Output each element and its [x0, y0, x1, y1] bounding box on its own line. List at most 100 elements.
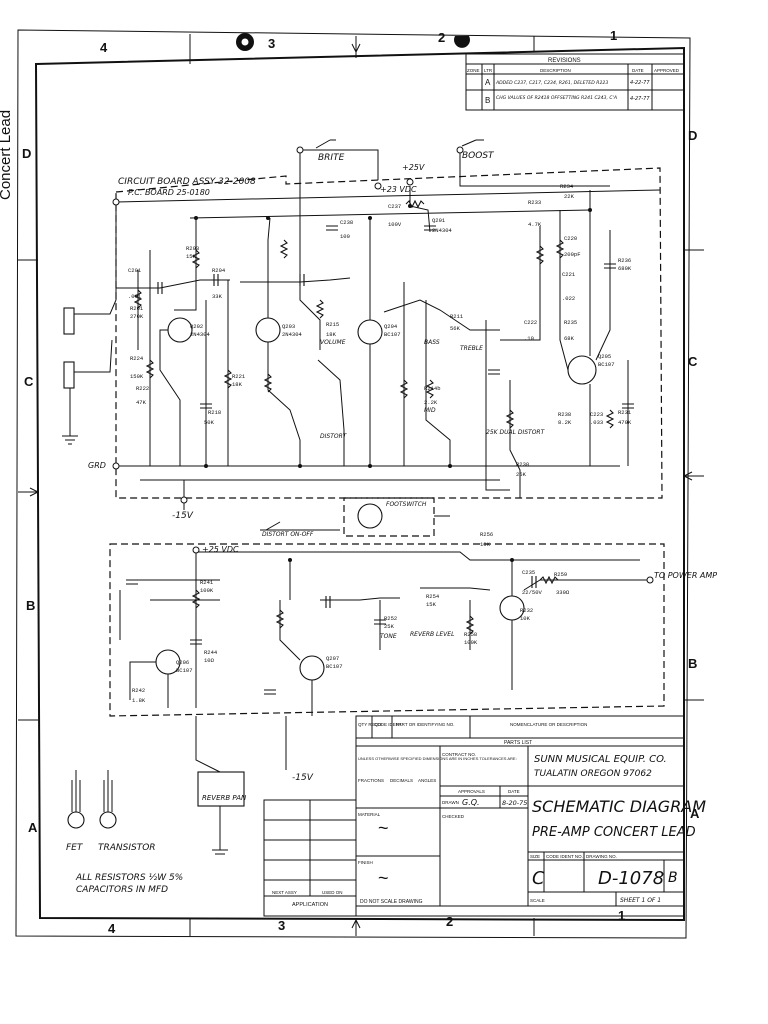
rev-a-ltr: A	[485, 78, 491, 87]
zone-bottom-2: 2	[446, 914, 453, 929]
rev-a-date: 4-22-77	[630, 80, 650, 86]
tb-approvals: APPROVALS	[458, 789, 485, 794]
tb-application: APPLICATION	[292, 902, 328, 908]
tb-part-no: PART OR IDENTIFYING NO.	[396, 722, 455, 727]
val-c220: .022	[562, 295, 575, 302]
lbl-q207: R232	[520, 607, 533, 614]
lbl-r258: R258	[464, 631, 477, 638]
lower-wiring	[119, 551, 650, 855]
lbl-c201: C201	[128, 267, 142, 274]
val-c223: 470K	[618, 419, 632, 426]
rev-hdr-ltr: LTR	[484, 68, 493, 73]
val-r214: 100V	[388, 221, 402, 228]
zone-left-d: D	[22, 146, 31, 161]
tb-code-ident: CODE IDENT	[374, 722, 402, 727]
lbl-r254: R254	[426, 593, 440, 600]
val-r231: 25K	[516, 471, 527, 478]
tb-code-ident-no: CODE IDENT NO.	[546, 854, 583, 859]
zone-left-c: C	[24, 374, 34, 389]
lbl-r224: R222	[136, 385, 149, 392]
tb-checked: CHECKED	[442, 814, 465, 819]
val-c235: 22/50V	[522, 589, 543, 596]
to-power-amp-label: TO POWER AMP	[654, 571, 717, 580]
title-block: QTY REQD CODE IDENT PART OR IDENTIFYING …	[263, 715, 706, 917]
minus15v-upper: -15V	[172, 511, 194, 521]
footswitch-label: FOOTSWITCH	[386, 501, 427, 508]
val-r238: .033	[590, 419, 603, 426]
tb-unless: UNLESS OTHERWISE SPECIFIED DIMENSIONS AR…	[358, 756, 517, 761]
val-q202: 2N4304	[282, 331, 303, 338]
grd-label: GRD	[88, 461, 106, 470]
resistor-note: ALL RESISTORS ½W 5%	[75, 873, 183, 883]
lbl-r243: R242	[132, 687, 145, 694]
lbl-r203: R203	[186, 245, 199, 252]
val-r259: 330Ω	[556, 589, 570, 596]
val-c237: 100	[340, 233, 350, 240]
tb-size: C	[532, 868, 545, 889]
tb-do-not-scale: DO NOT SCALE DRAWING	[360, 899, 423, 905]
plus25v-label: +25V	[402, 163, 425, 172]
val-r203: 15K	[186, 253, 197, 260]
junction-dots	[112, 146, 654, 584]
tb-drawn-date: 8-20-75	[502, 799, 527, 807]
rev-hdr-date: DATE	[632, 68, 644, 73]
lbl-q203: Q204	[384, 323, 398, 330]
lbl-c223: R231	[618, 409, 632, 416]
rev-b-desc: CHG VALUES OF R2418 OFFSETTING R241 C243…	[496, 95, 617, 101]
tb-used-on: USED ON	[322, 890, 343, 895]
zone-right-a: A	[690, 806, 700, 821]
tb-drawing-no-label: DRAWING NO.	[586, 854, 617, 859]
lbl-q206: Q207	[326, 655, 339, 662]
zone-bottom-3: 3	[278, 918, 285, 933]
val-r213: 2.2K	[424, 399, 438, 406]
plus23vdc-label: +23 VDC	[380, 185, 417, 194]
pc-board-label: P.C. BOARD 25-0180	[128, 188, 210, 197]
val-r216: 18K	[326, 331, 337, 338]
boost-label: BOOST	[462, 151, 495, 161]
lbl-r216: R215	[326, 321, 339, 328]
tb-angles: ANGLES	[418, 778, 436, 783]
lbl-c235: C235	[522, 569, 535, 576]
lbl-r237: R238	[558, 411, 571, 418]
volume-label: VOLUME	[320, 339, 346, 346]
tb-rev: B	[668, 870, 678, 886]
val-r222: 18K	[232, 381, 243, 388]
zone-right-b: B	[688, 656, 697, 671]
lbl-r213: R214b	[424, 385, 441, 392]
rev-hdr-desc: DESCRIPTION	[540, 68, 571, 73]
lower-board-outline	[109, 543, 665, 717]
val-r252: 25K	[384, 623, 395, 630]
lbl-r204: R204	[212, 267, 226, 274]
lbl-r201: R201	[130, 305, 144, 312]
lbl-c208: R218	[208, 409, 221, 416]
tb-title-1: SCHEMATIC DIAGRAM	[532, 797, 706, 816]
lbl-r235: C222	[524, 319, 537, 326]
lbl-q202: Q203	[282, 323, 295, 330]
val-q207: 10K	[520, 615, 531, 622]
rev-hdr-zone: ZONE	[467, 68, 480, 73]
val-r256: 10K	[480, 541, 491, 548]
tb-scale: SCALE	[530, 898, 545, 903]
val-r243: 1.8K	[132, 697, 146, 704]
lbl-r252: R252	[384, 615, 397, 622]
reverb-level-label: REVERB LEVEL	[410, 631, 454, 638]
tb-title-2: PRE-AMP CONCERT LEAD	[532, 825, 696, 840]
tb-size-label: SIZE	[530, 854, 540, 859]
lbl-r225: R224	[130, 355, 144, 362]
tb-location: TUALATIN OREGON 97062	[534, 769, 652, 779]
rev-b-date: 4-27-77	[630, 96, 650, 102]
lbl-r256: R256	[480, 531, 493, 538]
val-q204: BC107	[598, 361, 615, 368]
tb-nomenclature: NOMENCLATURE OR DESCRIPTION	[510, 722, 587, 727]
val-r224: 47K	[136, 399, 147, 406]
tb-decimals: DECIMALS	[390, 778, 413, 783]
zone-right-d: D	[688, 128, 697, 143]
distort-label: DISTORT	[320, 433, 348, 440]
bass-label: BASS	[424, 339, 440, 346]
side-label: Concert Lead	[0, 110, 14, 200]
val-q205: BC107	[176, 667, 193, 674]
switch-symbols	[265, 139, 484, 531]
lbl-c237: C238	[340, 219, 353, 226]
val-r212: 56K	[450, 325, 461, 332]
